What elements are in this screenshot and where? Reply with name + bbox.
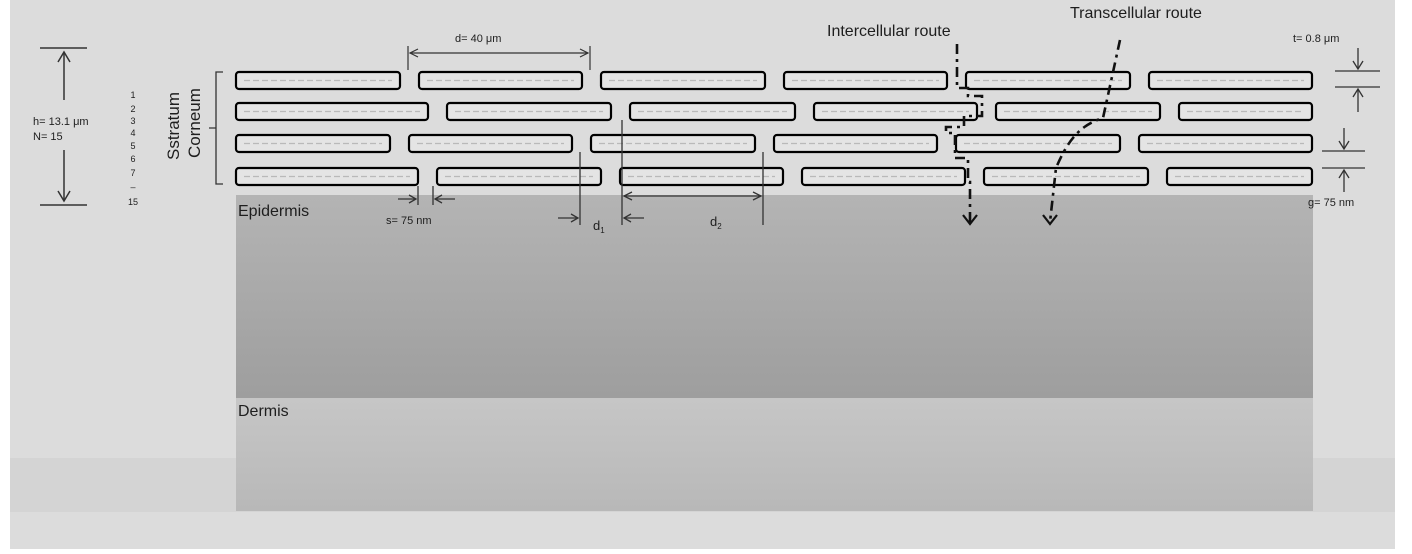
stratum-bracket (209, 71, 223, 185)
d2-label: d2 (710, 214, 722, 231)
n-label: N= 15 (33, 131, 63, 143)
corneocyte-cell (1137, 133, 1314, 154)
h-label: h= 13.1 μm (33, 116, 89, 128)
layer-number: 2 (130, 104, 135, 114)
layer-number: 15 (128, 197, 138, 207)
dermis-region (236, 398, 1313, 511)
stratum-label-line1: Sstratum (164, 92, 183, 160)
intercellular-route-label: Intercellular route (827, 23, 951, 40)
layer-number: 4 (130, 128, 135, 138)
layer-number: 5 (130, 141, 135, 151)
d2-dimension (621, 120, 764, 225)
layer-number: 3 (130, 116, 135, 126)
layer-number: – (130, 182, 135, 192)
g-dimension (1322, 128, 1365, 192)
layer-number: 7 (130, 168, 135, 178)
transcellular-route-label: Transcellular route (1070, 5, 1202, 22)
layer-number: 1 (130, 90, 135, 100)
transcellular-arrowhead (1042, 214, 1058, 226)
g-label: g= 75 nm (1308, 197, 1354, 209)
d1-label: d1 (593, 218, 605, 235)
s-dimension (398, 186, 455, 205)
d-label: d= 40 μm (455, 33, 501, 45)
epidermis-label: Epidermis (238, 203, 309, 220)
layer-number: 6 (130, 154, 135, 164)
dermis-label: Dermis (238, 403, 289, 420)
intercellular-arrowhead (962, 214, 978, 226)
t-label: t= 0.8 μm (1293, 33, 1339, 45)
stratum-label-line2: Corneum (185, 88, 204, 158)
t-dimension (1335, 48, 1380, 112)
h-dimension (40, 47, 87, 206)
corneocyte-cell (234, 101, 430, 122)
s-label: s= 75 nm (386, 215, 432, 227)
corneocyte-cells (234, 70, 1314, 187)
layer-numbers: 1 2 3 4 5 6 7 – 15 (128, 90, 138, 207)
d-dimension (407, 46, 591, 70)
epidermis-region (236, 195, 1313, 398)
intercellular-route-path (944, 44, 984, 222)
d1-dimension (558, 152, 644, 225)
